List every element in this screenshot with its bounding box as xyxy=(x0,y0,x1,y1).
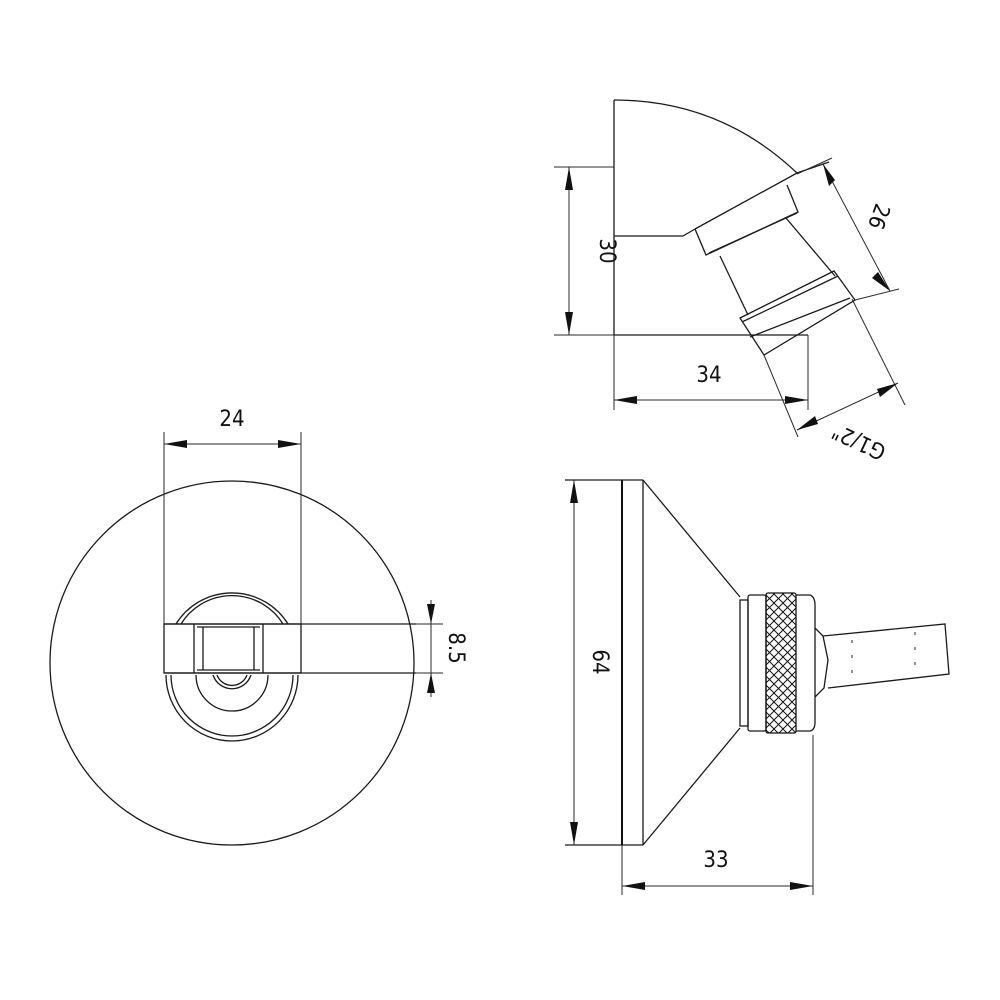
projection-dimension-label: 33 xyxy=(703,848,728,873)
base-plate-circle xyxy=(49,480,415,846)
side-view: 64 33 xyxy=(565,479,950,895)
height-dimension-label: 30 xyxy=(594,238,619,263)
top-angled-view: 30 34 26 G1/2" xyxy=(554,99,906,464)
outlet-length-label: 26 xyxy=(862,200,894,232)
knurled-nut xyxy=(765,592,797,734)
depth-dimension-label: 34 xyxy=(696,363,721,388)
front-view: 24 8.5 xyxy=(49,407,468,846)
diameter-dimension-label: 64 xyxy=(587,649,612,674)
width-dimension-label: 24 xyxy=(219,407,244,432)
slot-height-label: 8.5 xyxy=(443,632,468,663)
thread-label: G1/2" xyxy=(828,418,890,464)
